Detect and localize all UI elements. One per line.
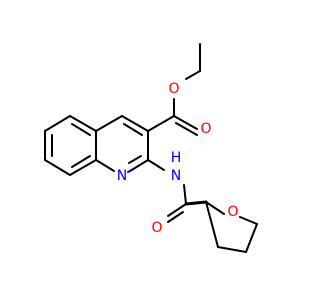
molecule-drawing: O O N N H O O [44,43,258,253]
atom-label-o-ring: O [227,204,238,220]
bond [127,170,131,173]
bond-double-inner [71,123,91,136]
bond [44,115,71,132]
bond [183,184,187,205]
oxolane-ring [205,201,258,253]
bond-double [167,211,184,223]
atom-label-n-amide: N [171,168,181,184]
bond-double-inner [123,123,143,136]
bond [69,159,97,176]
bond [167,203,187,217]
bond [245,223,258,253]
bond [121,115,149,132]
ester-group [147,43,201,136]
atom-label-o-ester-single: O [168,81,179,97]
bond [44,159,71,176]
atom-label-n-ring: N [117,168,127,184]
bond [205,201,225,215]
bond [129,159,149,172]
benzo-ring [44,115,97,176]
bond-wedge [184,200,208,206]
bond [205,201,219,248]
bond [239,216,258,225]
structure-diagram: O O N N H O O [44,43,258,253]
bond [95,159,115,172]
bond [69,115,97,132]
atom-label-o-amide-carbonyl: O [151,220,162,236]
pyridine-ring [95,115,149,173]
bond [95,115,123,132]
amide-linker [147,159,208,223]
atom-label-h-amide: H [171,150,182,166]
bond [217,246,247,253]
bond [185,70,201,80]
bond [173,115,198,130]
bond [147,115,175,132]
atom-label-o-ester-carbonyl: O [200,121,211,137]
bond-double [175,122,198,136]
bond [147,159,165,171]
bond-double-inner [71,155,91,168]
bond-double-inner [128,155,142,164]
